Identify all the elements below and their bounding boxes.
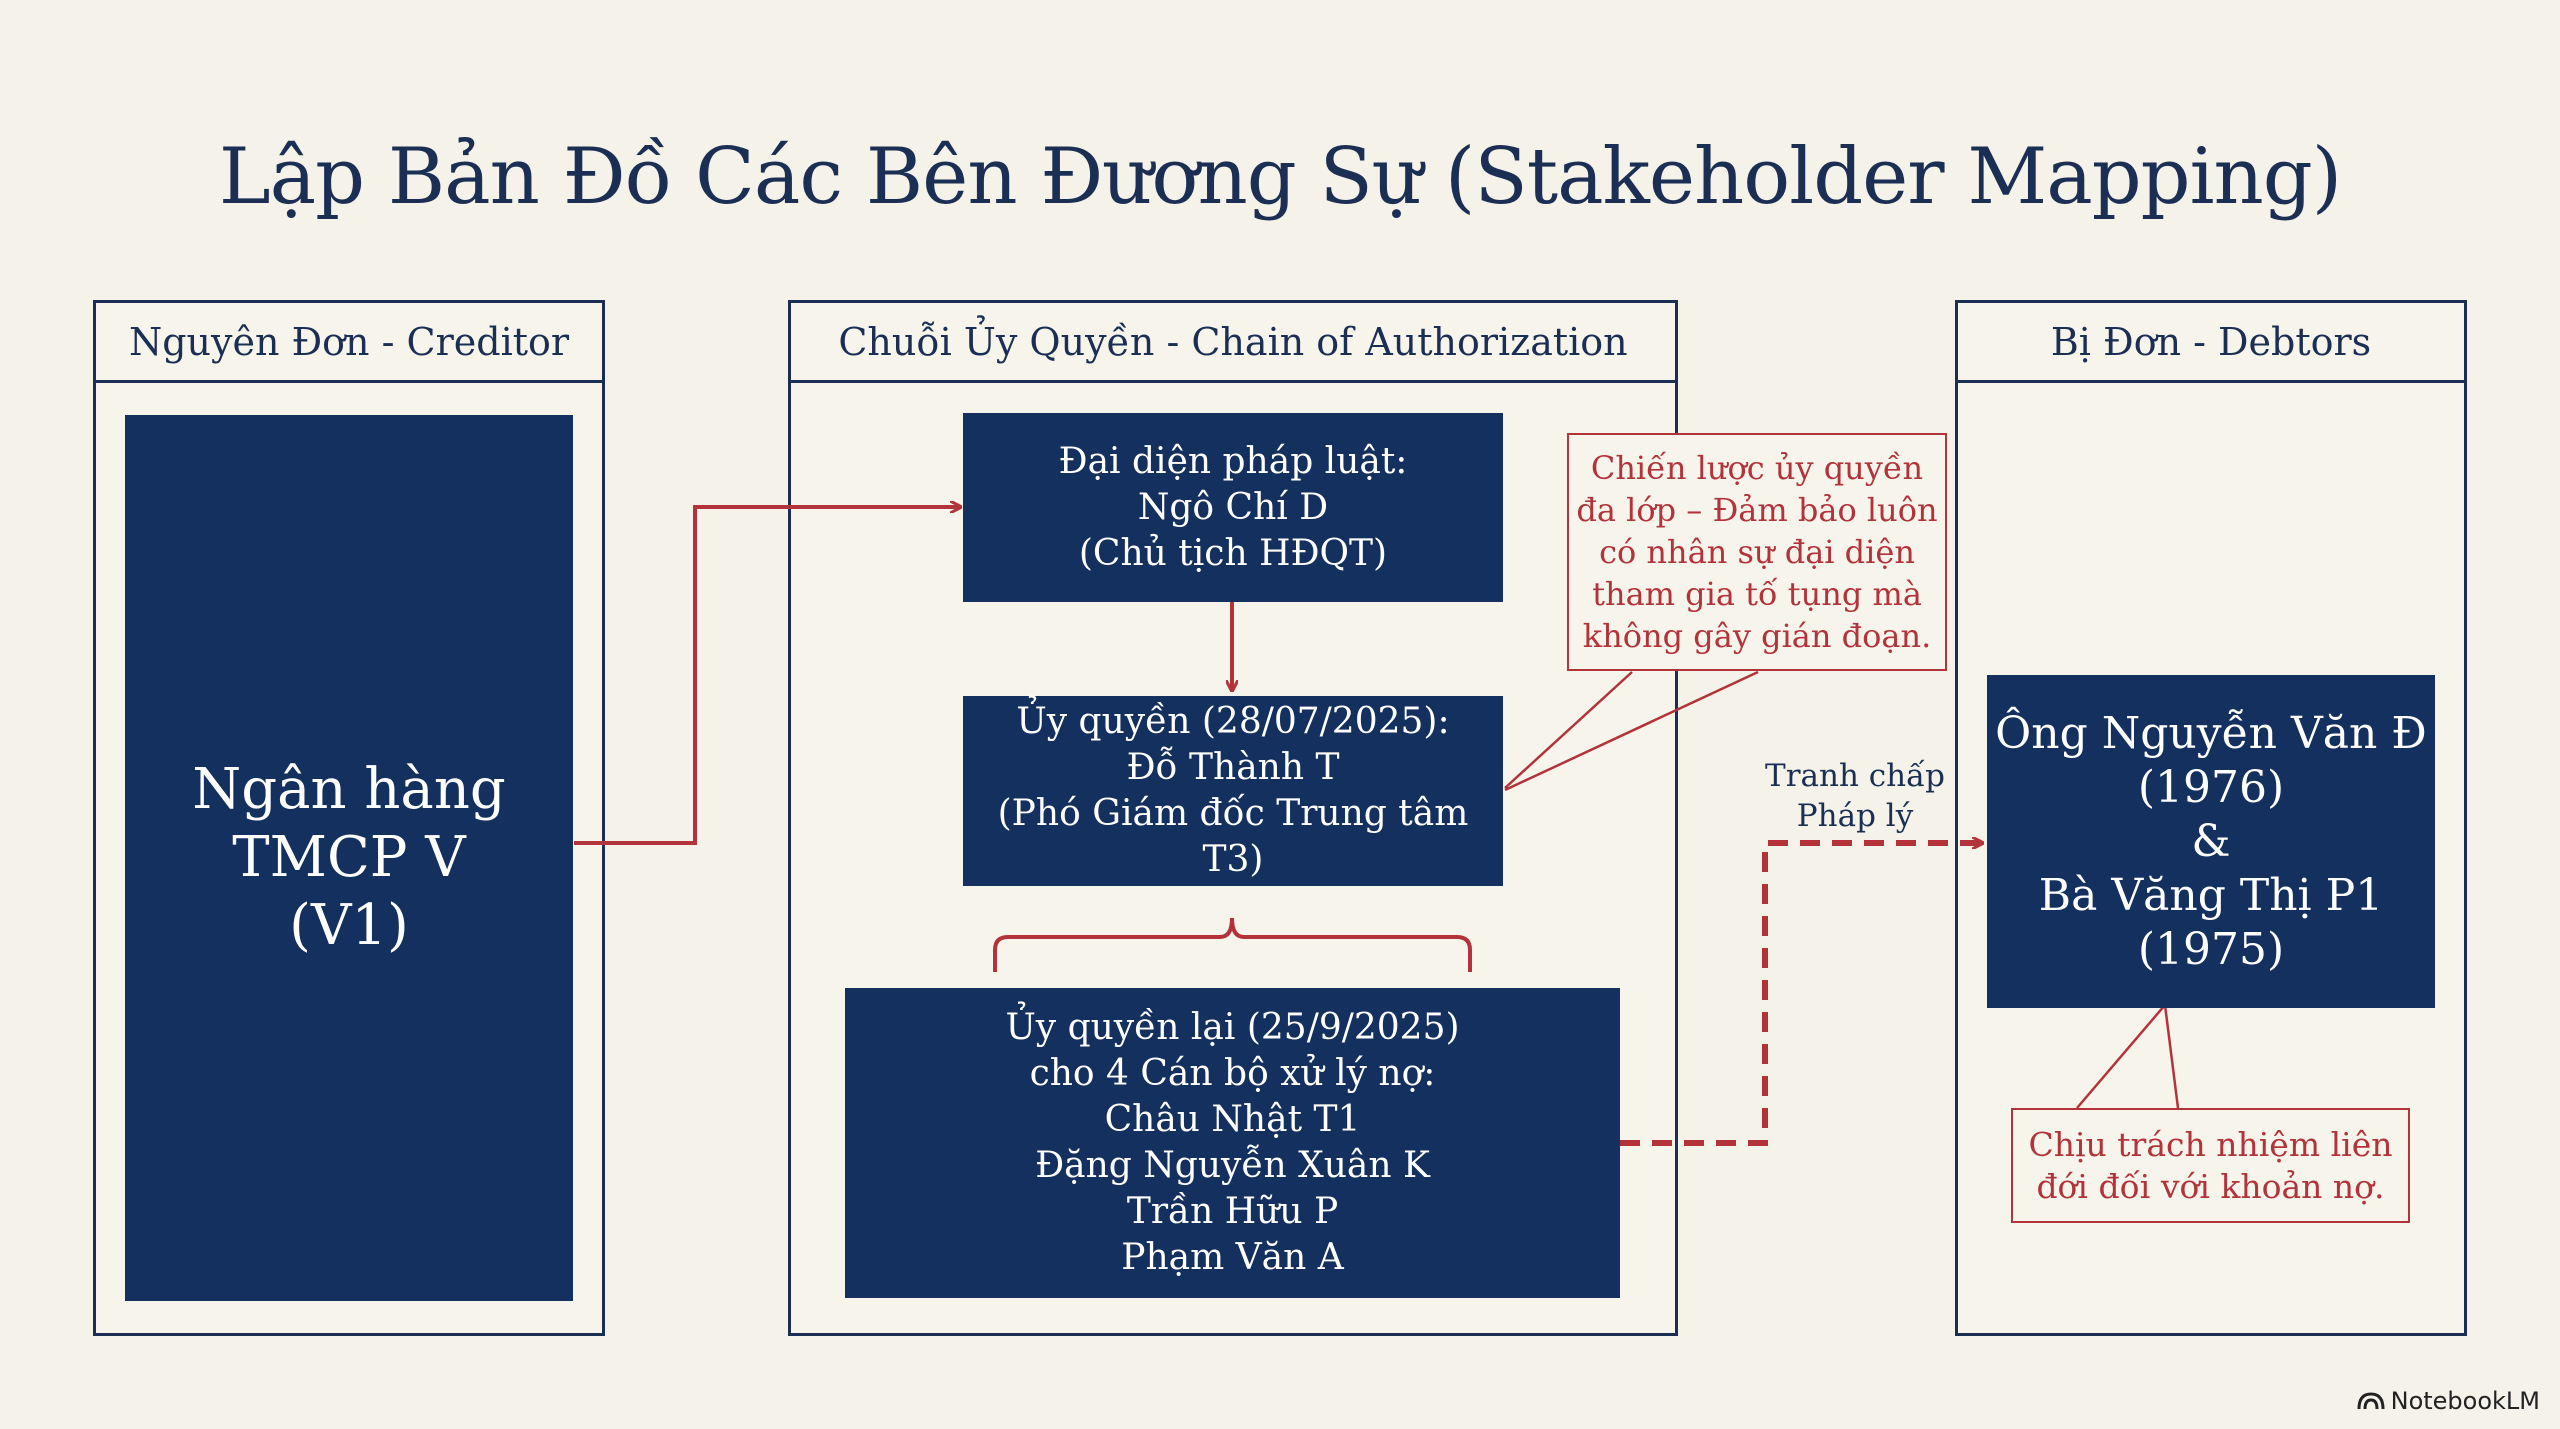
strategy-note-line: có nhân sự đại diện	[1599, 533, 1915, 571]
strategy-note-line: không gây gián đoạn.	[1582, 617, 1932, 655]
debtors-line: (1976)	[2137, 761, 2285, 813]
sub-authorization-line: cho 4 Cán bộ xử lý nợ:	[1029, 1053, 1436, 1094]
sub-authorization-box: Ủy quyền lại (25/9/2025) cho 4 Cán bộ xử…	[845, 988, 1620, 1298]
dispute-label: Tranh chấp Pháp lý	[1735, 756, 1975, 836]
liability-note-line: đới đối với khoản nợ.	[2036, 1166, 2385, 1206]
legal-representative-box: Đại diện pháp luật: Ngô Chí D (Chủ tịch …	[963, 413, 1503, 602]
authorization-box: Ủy quyền (28/07/2025): Đỗ Thành T (Phó G…	[963, 696, 1503, 886]
brand-text: NotebookLM	[2390, 1387, 2540, 1415]
debtors-line: Bà Văng Thị P1	[2038, 869, 2384, 921]
dispute-arrow	[1620, 843, 1982, 1146]
authorization-line: Ủy quyền (28/07/2025):	[1016, 701, 1450, 742]
strategy-note: Chiến lược ủy quyền đa lớp – Đảm bảo luô…	[1567, 433, 1947, 671]
creditor-column-header: Nguyên Đơn - Creditor	[96, 303, 602, 383]
debtors-line: &	[2191, 815, 2231, 867]
legal-rep-line: (Chủ tịch HĐQT)	[1078, 532, 1388, 574]
creditor-line: (V1)	[289, 893, 409, 958]
creditor-line: Ngân hàng	[192, 757, 506, 822]
dispute-label-line: Pháp lý	[1796, 798, 1914, 834]
dispute-label-line: Tranh chấp	[1765, 758, 1945, 794]
strategy-note-line: đa lớp – Đảm bảo luôn	[1576, 491, 1938, 529]
sub-authorization-line: Châu Nhật T1	[1104, 1099, 1361, 1140]
sub-authorization-line: Phạm Văn A	[1121, 1237, 1344, 1278]
liability-note-line: Chịu trách nhiệm liên	[2028, 1124, 2393, 1164]
legal-rep-line: Đại diện pháp luật:	[1058, 440, 1408, 482]
chain-column-header: Chuỗi Ủy Quyền - Chain of Authorization	[791, 303, 1675, 383]
authorization-line: Đỗ Thành T	[1126, 747, 1340, 788]
debtors-line: (1975)	[2137, 923, 2285, 975]
debtors-entity-box: Ông Nguyễn Văn Đ (1976) & Bà Văng Thị P1…	[1987, 675, 2435, 1008]
creditor-to-legal-rep-arrow	[574, 507, 960, 845]
authorization-line: (Phó Giám đốc Trung tâm T3)	[997, 793, 1469, 880]
strategy-note-line: Chiến lược ủy quyền	[1590, 449, 1924, 487]
strategy-note-line: tham gia tố tụng mà	[1592, 575, 1922, 613]
creditor-column: Nguyên Đơn - Creditor Ngân hàng TMCP V (…	[93, 300, 605, 1336]
legal-rep-line: Ngô Chí D	[1137, 486, 1329, 528]
debtors-line: Ông Nguyễn Văn Đ	[1995, 707, 2427, 759]
sub-authorization-line: Trần Hữu P	[1126, 1191, 1339, 1232]
brand-logo: NotebookLM	[2357, 1387, 2540, 1415]
creditor-entity-box: Ngân hàng TMCP V (V1)	[125, 415, 573, 1301]
notebooklm-icon	[2357, 1392, 2385, 1410]
sub-authorization-line: Ủy quyền lại (25/9/2025)	[1005, 1007, 1460, 1048]
liability-note-pointer	[2076, 1004, 2180, 1109]
authorization-brace	[993, 917, 1472, 972]
strategy-note-pointer	[1504, 670, 1759, 792]
liability-note: Chịu trách nhiệm liên đới đối với khoản …	[2011, 1108, 2410, 1223]
creditor-line: TMCP V	[232, 825, 466, 890]
debtors-column-header: Bị Đơn - Debtors	[1958, 303, 2464, 383]
page-title: Lập Bản Đồ Các Bên Đương Sự (Stakeholder…	[218, 132, 2342, 222]
sub-authorization-line: Đặng Nguyễn Xuân K	[1035, 1145, 1430, 1186]
